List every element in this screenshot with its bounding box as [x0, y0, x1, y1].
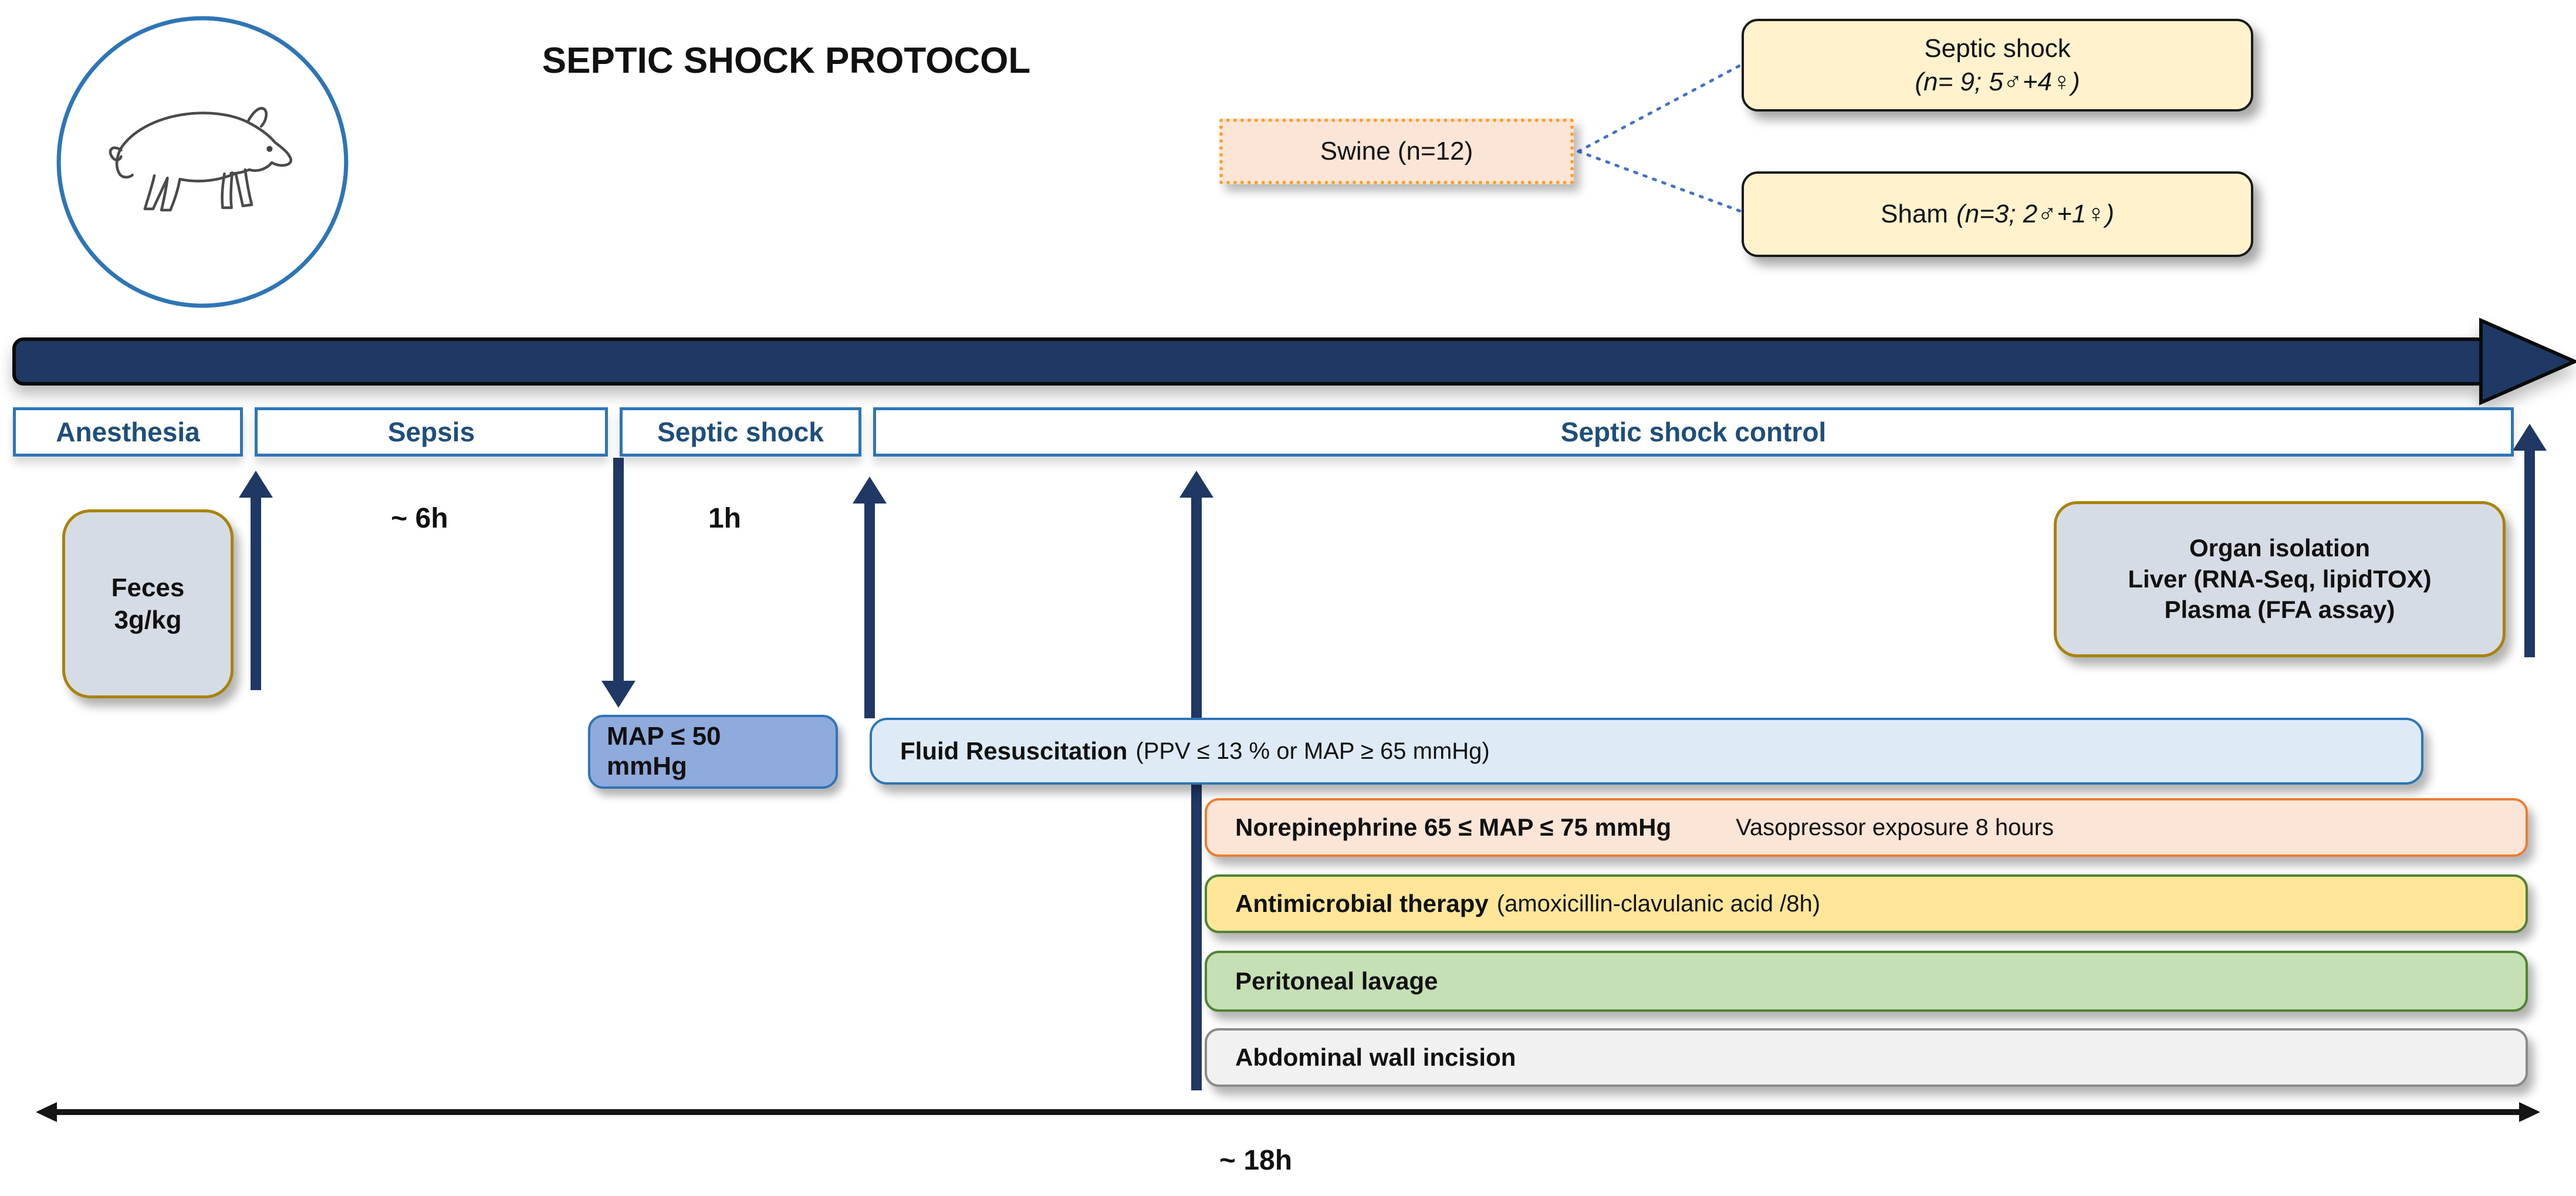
organ-isolation-line3: Plasma (FFA assay)	[2164, 596, 2395, 624]
phase-anesthesia-label: Anesthesia	[56, 417, 200, 447]
norepinephrine-note: Vasopressor exposure 8 hours	[1736, 814, 2054, 840]
sham-group-name: Sham	[1881, 200, 1948, 229]
phase-sepsis: Sepsis	[255, 407, 608, 457]
swine-cohort-box: Swine (n=12)	[1219, 119, 1574, 184]
phase-septic-shock: Septic shock	[620, 407, 861, 457]
phase-septic-shock-label: Septic shock	[657, 417, 824, 447]
phase-sepsis-label: Sepsis	[387, 417, 475, 447]
sepsis-duration-label: ~ 6h	[391, 503, 448, 534]
map-drop-arrow	[613, 458, 624, 682]
phase-septic-shock-control-label: Septic shock control	[1560, 417, 1827, 447]
organ-isolation-line2: Liver (RNA-Seq, lipidTOX)	[2128, 565, 2432, 593]
septic-group-name: Septic shock	[1924, 33, 2071, 63]
septic-shock-group-box: Septic shock (n= 9; 5♂+4♀)	[1742, 19, 2253, 112]
fluid-resuscitation-note: (PPV ≤ 13 % or MAP ≥ 65 mmHg)	[1135, 738, 1490, 764]
swine-cohort-label: Swine (n=12)	[1320, 137, 1473, 165]
sham-group-box: Sham (n=3; 2♂+1♀)	[1742, 171, 2253, 257]
page-title: SEPTIC SHOCK PROTOCOL	[542, 40, 1031, 81]
feces-line2: 3g/kg	[114, 606, 182, 634]
cohort-split-connectors	[1577, 62, 1746, 214]
map-threshold-box: MAP ≤ 50 mmHg	[588, 715, 838, 789]
norepinephrine-label: Norepinephrine 65 ≤ MAP ≤ 75 mmHg	[1235, 813, 1672, 841]
abdominal-wall-incision-label: Abdominal wall incision	[1235, 1043, 1516, 1071]
antimicrobial-therapy-bar: Antimicrobial therapy (amoxicillin-clavu…	[1205, 874, 2528, 933]
total-duration-arrow	[36, 1102, 2540, 1122]
shock-control-start-arrow	[1191, 496, 1202, 1090]
feces-dose-box: Feces 3g/kg	[62, 509, 234, 698]
fluid-resuscitation-bar: Fluid Resuscitation (PPV ≤ 13 % or MAP ≥…	[870, 718, 2423, 785]
septic-group-detail: (n= 9; 5♂+4♀)	[1915, 67, 2080, 96]
total-duration-label: ~ 18h	[1219, 1145, 1293, 1176]
phase-septic-shock-control: Septic shock control	[873, 407, 2514, 457]
timeline-arrow	[12, 317, 2576, 406]
pig-icon	[56, 16, 349, 308]
peritoneal-lavage-label: Peritoneal lavage	[1235, 967, 1438, 995]
resuscitation-start-arrow	[864, 502, 875, 718]
septic-shock-duration-label: 1h	[708, 503, 741, 534]
map-threshold-line1: MAP ≤ 50	[607, 722, 721, 751]
antimicrobial-note: (amoxicillin-clavulanic acid /8h)	[1496, 890, 1821, 917]
norepinephrine-bar: Norepinephrine 65 ≤ MAP ≤ 75 mmHg Vasopr…	[1205, 798, 2528, 857]
fluid-resuscitation-label: Fluid Resuscitation	[900, 737, 1128, 765]
abdominal-wall-incision-bar: Abdominal wall incision	[1205, 1028, 2528, 1087]
sham-group-detail: (n=3; 2♂+1♀)	[1956, 200, 2114, 229]
feces-line1: Feces	[111, 573, 185, 602]
map-threshold-line2: mmHg	[607, 752, 687, 781]
organ-isolation-line1: Organ isolation	[2189, 534, 2371, 562]
antimicrobial-label: Antimicrobial therapy	[1235, 890, 1489, 917]
organ-isolation-box: Organ isolation Liver (RNA-Seq, lipidTOX…	[2054, 501, 2506, 657]
feces-induction-arrow	[251, 496, 261, 690]
phase-anesthesia: Anesthesia	[13, 407, 243, 457]
organ-isolation-arrow	[2524, 450, 2535, 657]
peritoneal-lavage-bar: Peritoneal lavage	[1205, 951, 2528, 1012]
